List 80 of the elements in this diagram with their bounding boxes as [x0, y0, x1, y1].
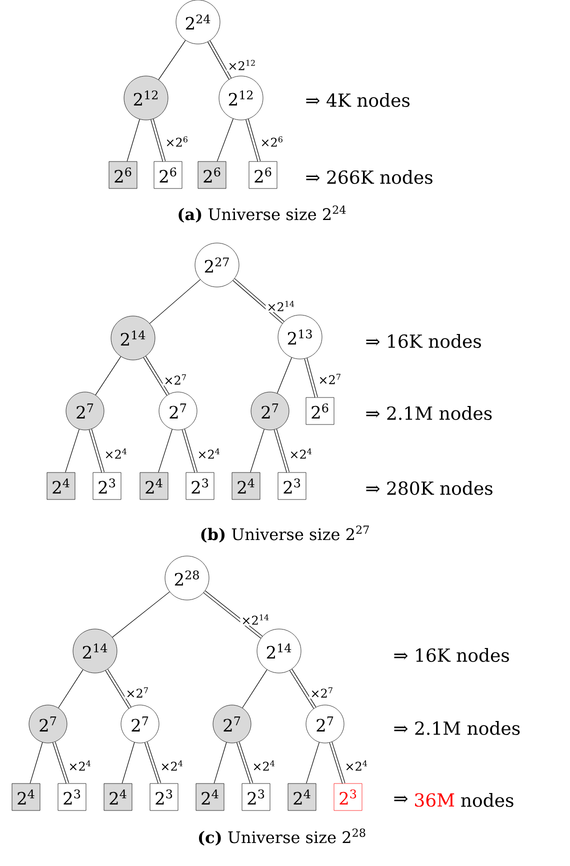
edge-label: ×2$^{4}$: [346, 760, 368, 771]
leaf-box: 2$^{4}$: [288, 783, 316, 811]
leaf-box: 2$^{3}$: [242, 783, 270, 811]
tree-edge: [274, 428, 290, 473]
leaf-box: 2$^{3}$: [58, 783, 86, 811]
tree-edge: [143, 356, 170, 396]
edge-label: ×2$^{7}$: [312, 687, 332, 698]
tree-edge: [276, 357, 292, 394]
tree-edge: [52, 742, 70, 784]
tree-edge: [149, 279, 201, 324]
edge-label: ×2$^{6}$: [262, 136, 282, 147]
edge-label: ×2$^{4}$: [290, 448, 312, 459]
tree-edge: [105, 669, 132, 708]
edge-label: ×2$^{12}$: [229, 60, 255, 70]
leaf-box: 2$^{4}$: [232, 472, 260, 500]
tree-edge: [242, 669, 268, 708]
tree-edge: [95, 356, 122, 396]
leaf-box: 2$^{4}$: [46, 472, 76, 500]
leaf-box: 2$^{6}$: [248, 161, 278, 189]
edge-label: ×2$^{4}$: [70, 760, 91, 771]
leaf-box: 2$^{3}$: [278, 472, 306, 500]
subfigure-caption: (a) Universe size 2$^{24}$: [178, 205, 346, 223]
node-count-label: ⇒ 280K nodes: [366, 481, 492, 495]
tree-edge: [203, 590, 263, 638]
tree-edge: [30, 742, 43, 784]
node-count-label: ⇒ 2.1M nodes: [366, 406, 492, 420]
node-count-label: ⇒ 16K nodes: [366, 334, 481, 348]
tree-edge: [182, 428, 198, 473]
leaf-box: 2$^{4}$: [12, 783, 40, 811]
leaf-box: 2$^{3}$: [150, 783, 178, 811]
node-count-label: ⇒: [394, 795, 408, 803]
edge-label: ×2$^{4}$: [106, 448, 127, 459]
edge-label: ×2$^{7}$: [165, 374, 186, 385]
tree-edge: [158, 429, 172, 473]
tree-edge: [158, 40, 186, 80]
leaf-box: 2$^{6}$: [108, 161, 138, 189]
node-count-label: ⇒ 16K nodes: [394, 648, 509, 662]
leaf-box: 2$^{3}$: [334, 783, 362, 811]
leaf-box: 2$^{4}$: [104, 783, 132, 811]
leaf-box: 2$^{4}$: [196, 783, 224, 811]
tree-edge: [329, 742, 346, 784]
tree-edge: [65, 429, 80, 473]
subfigure-caption: (c) Universe size 2$^{28}$: [199, 828, 366, 846]
tree-edge: [122, 742, 135, 784]
tree-edge: [144, 742, 162, 784]
tree-edge: [214, 742, 227, 784]
leaf-box: 2$^{4}$: [140, 472, 168, 500]
leaf-box: 2$^{6}$: [198, 161, 226, 189]
tree-edge: [88, 428, 105, 473]
subfigure-caption: (b) Universe size 2$^{27}$: [201, 525, 369, 543]
node-count-label: ⇒ 266K nodes: [306, 170, 432, 184]
tree-edge: [58, 669, 84, 708]
edge-label: ×2$^{6}$: [166, 136, 188, 147]
tree-edge: [246, 118, 261, 162]
node-count-label: 36M: [415, 793, 454, 807]
edge-label: ×2$^{4}$: [198, 448, 220, 459]
node-count-label: nodes: [461, 793, 514, 807]
edge-label: ×2$^{4}$: [162, 760, 183, 771]
tree-edge: [126, 118, 140, 162]
edge-label: ×2$^{7}$: [127, 687, 148, 698]
tree-edge: [236, 742, 254, 784]
tree-edge: [150, 118, 166, 162]
node-count-label: ⇒ 4K nodes: [306, 93, 410, 107]
node-count-label: ⇒ 2.1M nodes: [394, 721, 520, 735]
tree-edge: [250, 429, 264, 473]
edge-label: ×2$^{7}$: [320, 374, 340, 384]
tree-edge: [216, 118, 234, 162]
leaf-box: 2$^{6}$: [306, 397, 334, 425]
edge-label: ×2$^{14}$: [242, 614, 269, 625]
tree-edge: [112, 592, 170, 638]
edge-label: ×2$^{4}$: [254, 760, 275, 771]
edge-label: ×2$^{14}$: [268, 300, 294, 312]
tree-edge: [208, 40, 232, 80]
tree-edge: [306, 742, 320, 784]
leaf-box: 2$^{3}$: [186, 472, 214, 500]
leaf-box: 2$^{3}$: [92, 472, 122, 500]
leaf-box: 2$^{6}$: [154, 161, 182, 189]
tree-edge: [232, 278, 284, 324]
tree-edge: [304, 358, 318, 398]
tree-edge: [289, 668, 316, 709]
